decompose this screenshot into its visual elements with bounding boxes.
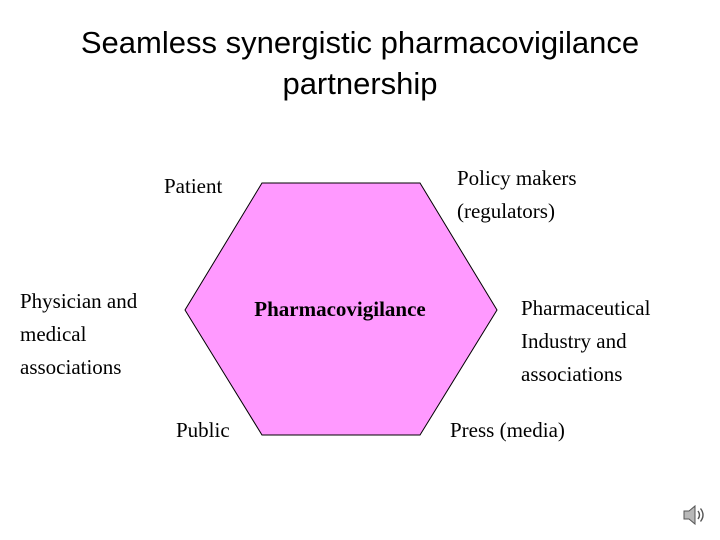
stakeholder-industry-line: Industry and (521, 329, 627, 353)
stakeholder-industry-line: Pharmaceutical (521, 296, 651, 320)
stakeholder-physician-line: Physician and (20, 289, 138, 313)
stakeholder-physician-line: associations (20, 355, 122, 379)
pharmacovigilance-hexagon (184, 182, 498, 436)
stakeholder-physician-line: medical (20, 322, 87, 346)
stakeholder-policy-makers-line: Policy makers (457, 166, 577, 190)
stakeholder-patient-line: Patient (164, 174, 223, 198)
stakeholder-patient: Patient (164, 170, 222, 203)
hexagon-center-label: Pharmacovigilance (254, 297, 426, 321)
speaker-icon[interactable] (681, 502, 707, 528)
stakeholder-press: Press (media) (450, 414, 565, 447)
stakeholder-industry-line: associations (521, 362, 623, 386)
stakeholder-physician: Physician and medical associations (20, 285, 137, 384)
stakeholder-public-line: Public (176, 418, 230, 442)
stakeholder-policy-makers: Policy makers (regulators) (457, 162, 577, 228)
page-title: Seamless synergistic pharmacovigilance p… (80, 25, 640, 101)
stakeholder-policy-makers-line: (regulators) (457, 199, 555, 223)
stakeholder-press-line: Press (media) (450, 418, 565, 442)
stakeholder-industry: Pharmaceutical Industry and associations (521, 292, 650, 391)
stakeholder-public: Public (176, 414, 230, 447)
